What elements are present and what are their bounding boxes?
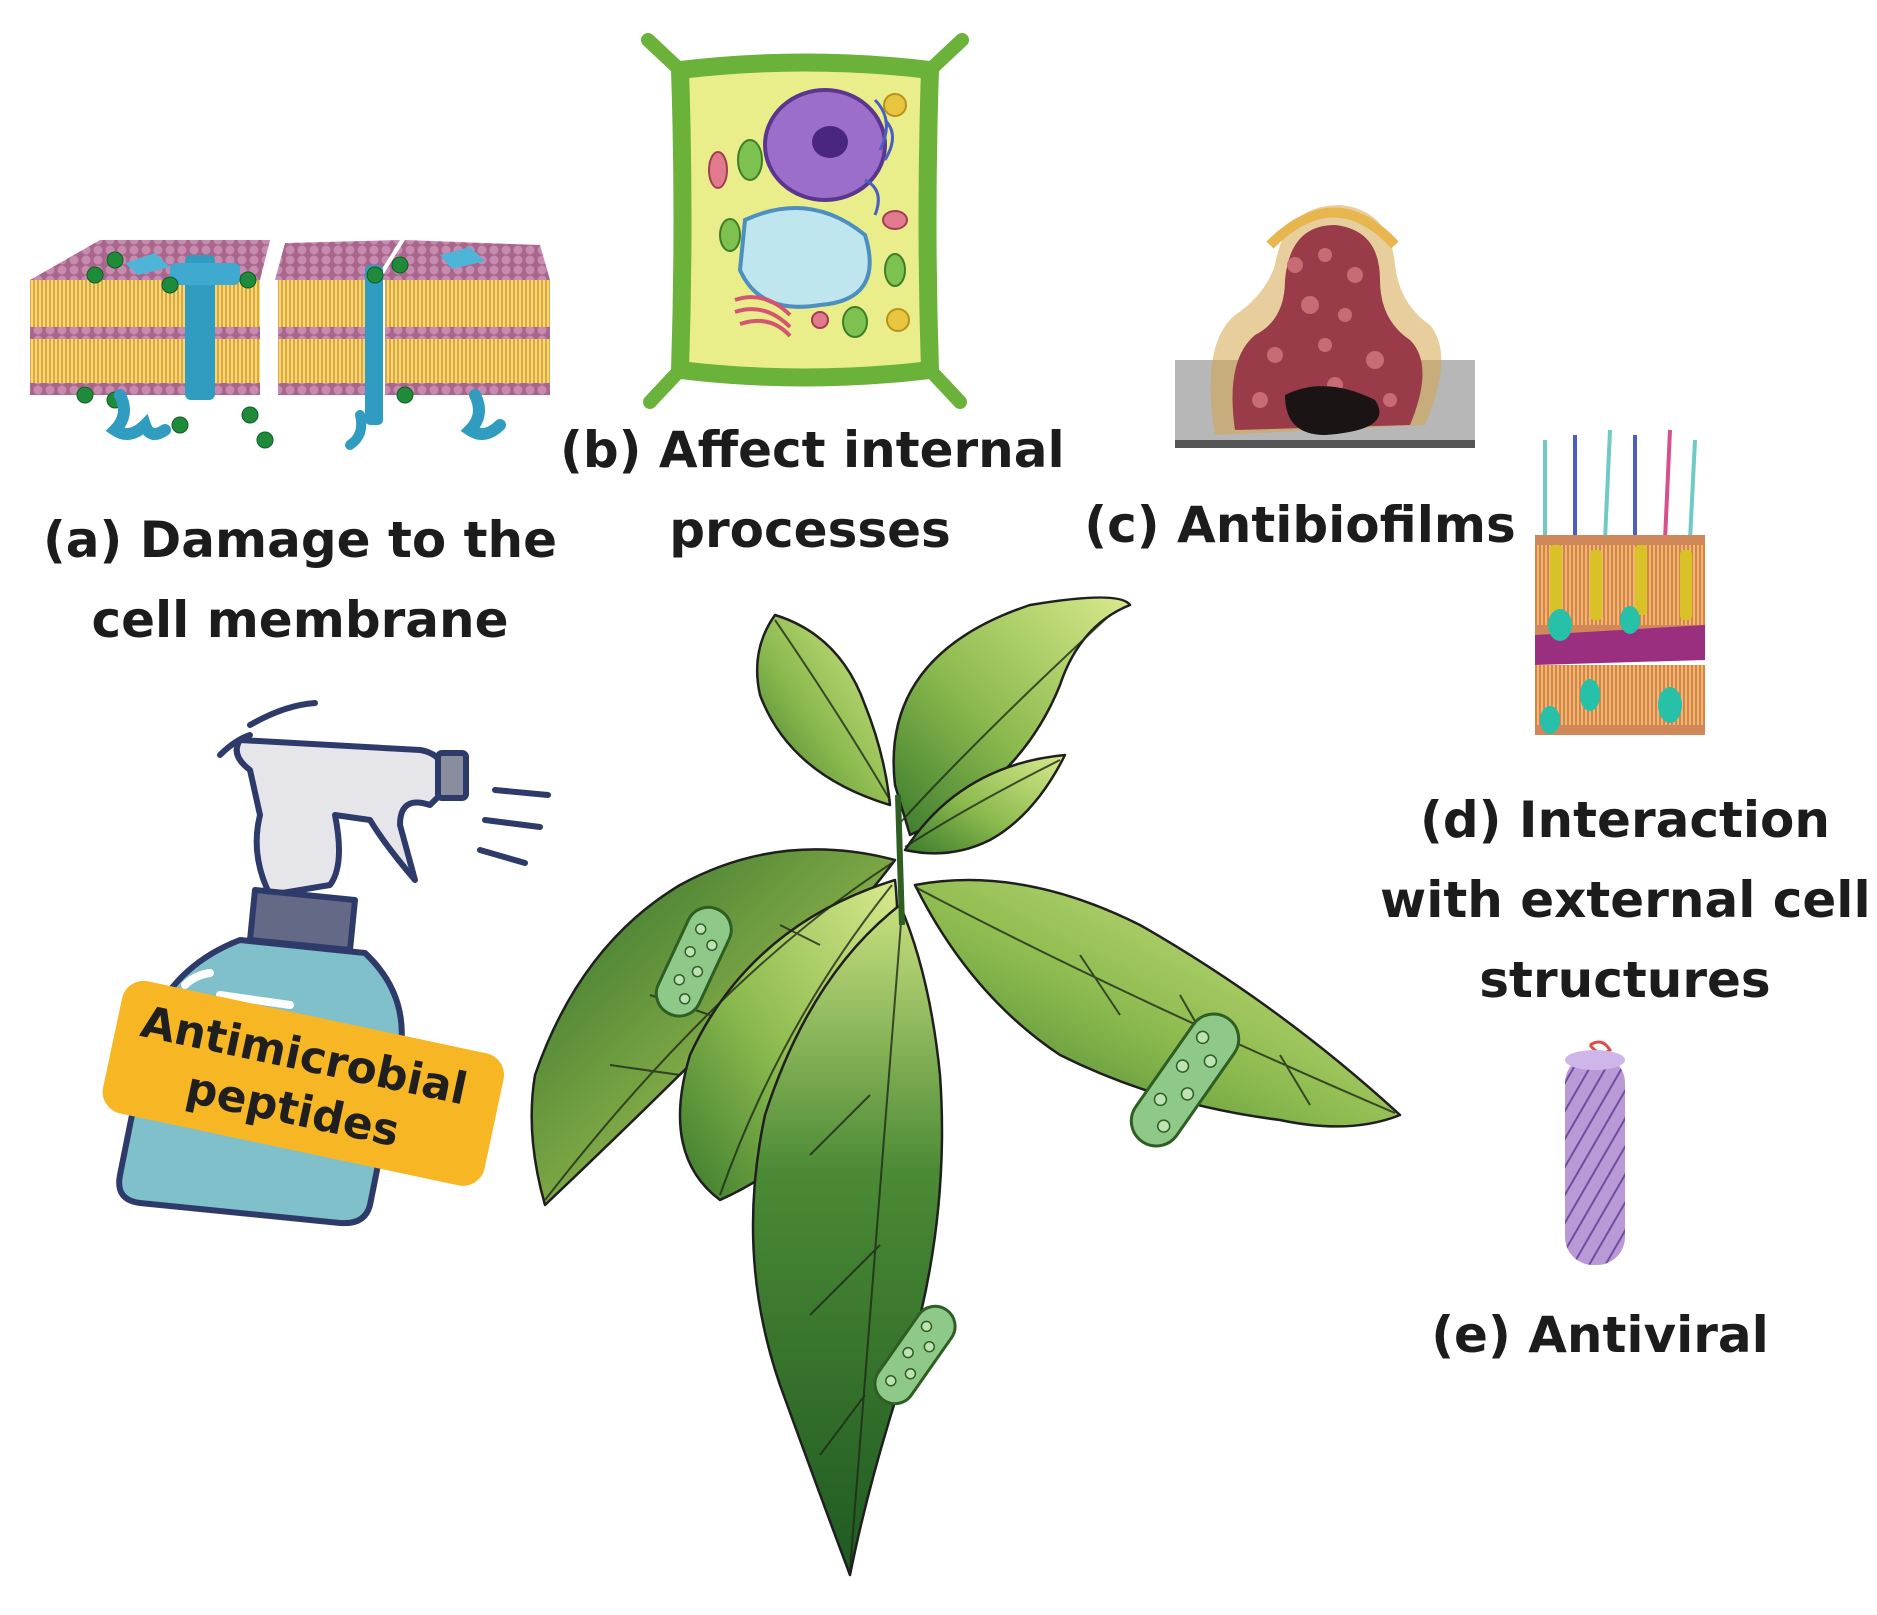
label-a-line1: (a) Damage to the	[42, 511, 558, 569]
label-a-line2: cell membrane	[91, 591, 509, 649]
label-d-line2: with external cell	[1380, 871, 1871, 929]
virus-capsid-icon	[1565, 1040, 1625, 1265]
bacterium-icon	[873, 1304, 957, 1406]
label-b-line2: processes	[669, 501, 951, 559]
label-d-line3: structures	[1479, 951, 1771, 1009]
bacterium-icon	[1129, 1012, 1241, 1148]
spray-bottle-icon: Antimicrobial peptides	[102, 700, 551, 1227]
cell-membrane-icon	[30, 240, 550, 450]
label-e: (e) Antiviral	[1431, 1306, 1769, 1364]
outer-membrane-icon	[1535, 429, 1705, 735]
bacterium-icon	[654, 905, 733, 1018]
label-b: (b) Affect internal processes	[560, 410, 1065, 570]
label-d: (d) Interaction with external cell struc…	[1380, 780, 1871, 1020]
label-d-line1: (d) Interaction	[1420, 791, 1830, 849]
biofilm-icon	[1175, 205, 1475, 448]
plant-leaves-icon	[530, 596, 1402, 1577]
label-c: (c) Antibiofilms	[1084, 496, 1516, 554]
plant-cell-icon	[641, 33, 969, 409]
label-a: (a) Damage to the cell membrane	[20, 500, 580, 660]
label-b-line1: (b) Affect internal	[560, 421, 1065, 479]
